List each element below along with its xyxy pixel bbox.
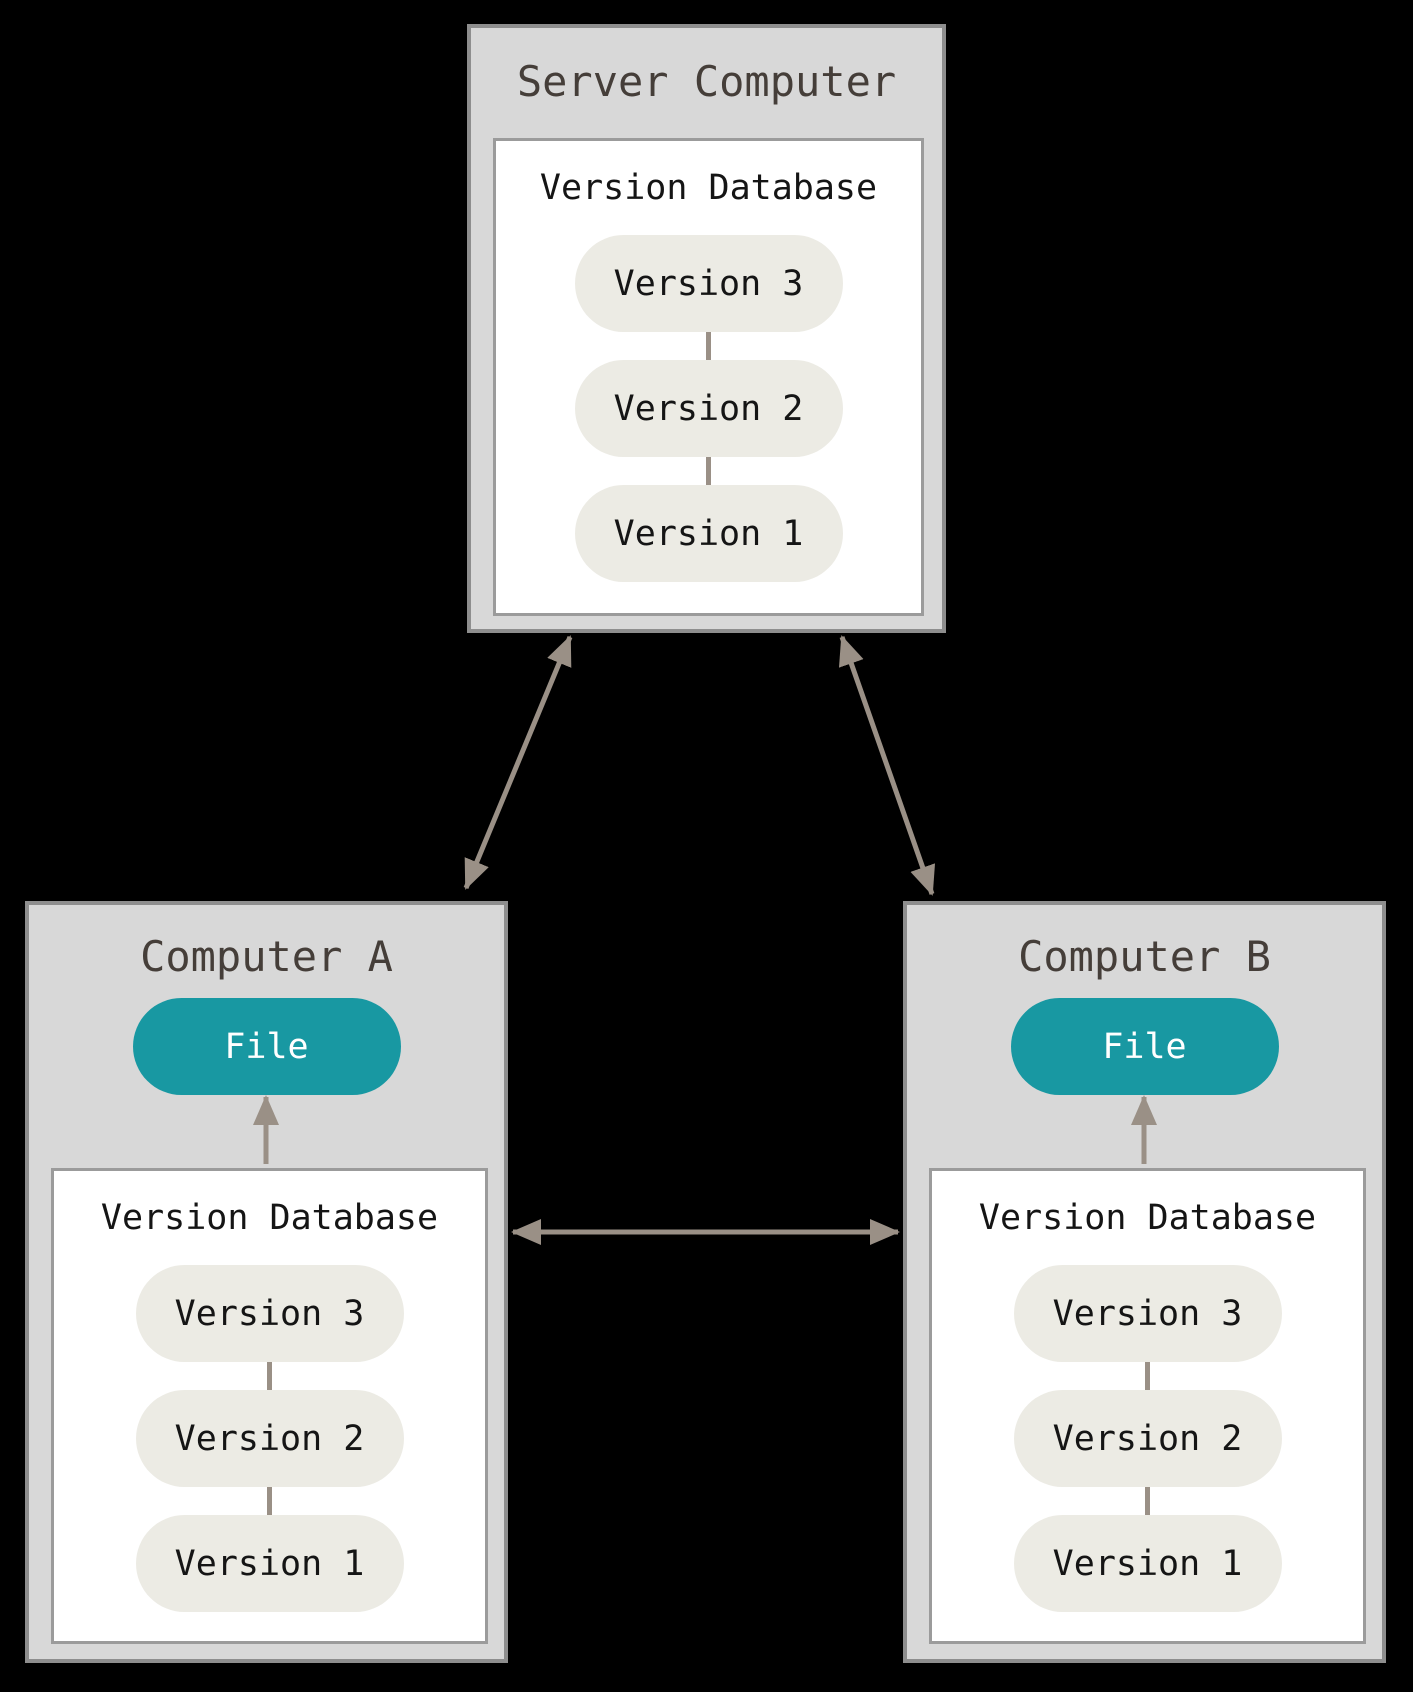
server-connector-3-2 <box>706 332 711 360</box>
computer-a-connector-2-1 <box>267 1487 272 1515</box>
computer-a-version-1-pill: Version 1 <box>135 1515 404 1612</box>
server-version-database-box: Version Database Version 3 Version 2 Ver… <box>493 138 924 616</box>
computer-a-version-3-pill: Version 3 <box>135 1265 404 1362</box>
server-computer-title: Server Computer <box>516 56 897 106</box>
computer-a-version-2-pill: Version 2 <box>135 1390 404 1487</box>
computer-a-version-database-title: Version Database <box>100 1198 439 1238</box>
server-version-3-pill: Version 3 <box>574 235 843 332</box>
computer-b-version-database-box: Version Database Version 3 Version 2 Ver… <box>929 1168 1366 1644</box>
computer-a-title: Computer A <box>140 931 393 981</box>
server-version-2-pill: Version 2 <box>574 360 843 457</box>
computer-b-version-database-title: Version Database <box>978 1198 1317 1238</box>
computer-a-file-pill: File <box>132 998 401 1095</box>
server-version-1-pill: Version 1 <box>574 485 843 582</box>
computer-b-title: Computer B <box>1018 931 1271 981</box>
computer-b-box: Computer B File Version Database Version… <box>903 901 1386 1663</box>
computer-a-version-database-box: Version Database Version 3 Version 2 Ver… <box>51 1168 488 1644</box>
arrow-server-to-computer-a <box>463 635 573 890</box>
computer-a-box: Computer A File Version Database Version… <box>25 901 508 1663</box>
computer-b-file-pill: File <box>1010 998 1279 1095</box>
computer-a-connector-3-2 <box>267 1362 272 1390</box>
server-computer-box: Server Computer Version Database Version… <box>467 24 946 633</box>
server-connector-2-1 <box>706 457 711 485</box>
computer-b-connector-2-1 <box>1145 1487 1150 1515</box>
computer-b-version-1-pill: Version 1 <box>1013 1515 1282 1612</box>
arrow-server-to-computer-b <box>838 635 936 896</box>
computer-b-version-3-pill: Version 3 <box>1013 1265 1282 1362</box>
server-version-database-title: Version Database <box>539 168 878 208</box>
computer-b-connector-3-2 <box>1145 1362 1150 1390</box>
computer-b-version-2-pill: Version 2 <box>1013 1390 1282 1487</box>
